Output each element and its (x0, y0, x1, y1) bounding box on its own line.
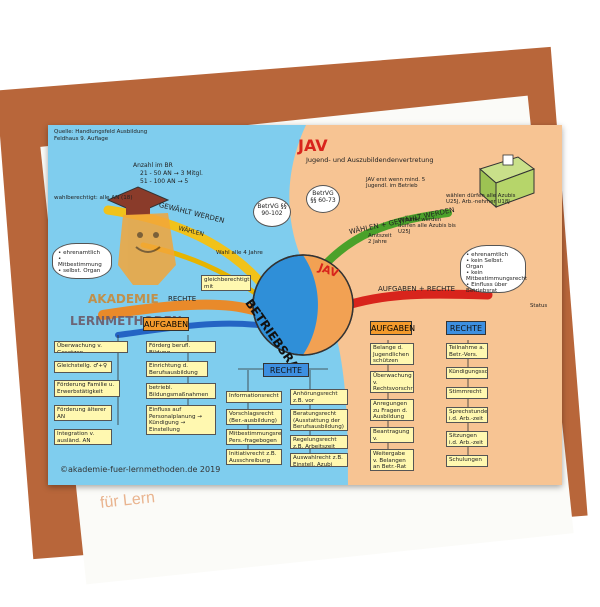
br-cloud-line2: • Mitbestimmung (58, 256, 102, 268)
jav-subtitle: Jugend- und Auszubildendenvertretung (306, 156, 434, 164)
logo-text-akademie: AKADEMIE (88, 292, 159, 306)
br-betrvg-cloud: BetrVG §§ 90-102 (253, 197, 291, 227)
branch-label-rechte: RECHTE (168, 295, 197, 303)
br-recht-box: Regelungsrecht z.B. Arbeitszeit (290, 435, 348, 449)
br-cloud-line3: • selbst. Organ (58, 268, 101, 274)
mindmap-poster: Quelle: Handlungsfeld Ausbildung Feldhau… (48, 125, 562, 485)
jav-status-cloud: • ehrenamtlich • kein Selbst. Organ • ke… (460, 245, 528, 294)
jav-note-min5: JAV erst wenn mind. 5 Jugendl. im Betrie… (366, 177, 426, 190)
br-cloud-line1: • ehrenamtlich (58, 250, 101, 256)
br-aufgabe-box: Einfluss auf Personalplanung → Kündigung… (146, 405, 216, 435)
br-aufgabe-box: Förderung Familie u. Erwerbstätigkeit (54, 380, 120, 397)
br-aufgabe-box: betriebl. Bildungsmaßnahmen (146, 383, 216, 399)
br-aufgabe-box: Förderg berufl. Bildung (146, 341, 216, 353)
logo-mascot-icon (118, 213, 176, 285)
jav-betrvg-cloud: BetrVG §§ 60-73 (306, 185, 340, 213)
jav-status-label: Status (530, 303, 548, 309)
jav-cloud-line2: • kein Selbst. Organ (466, 258, 504, 270)
br-aufgabe-box: Förderung älterer AN (54, 405, 112, 421)
jav-aufgabe-box: Beantragung v. Maßnahmen (370, 427, 414, 443)
jav-cloud-line4: • Einfluss über Betriebsrat (466, 282, 508, 294)
br-wahlberechtigt: wahlberechtigt: alle AN (18) (54, 195, 133, 201)
jav-aufgabe-box: Überwachung v. Rechtsvorschriften (370, 371, 414, 393)
source-note-line1: Quelle: Handlungsfeld Ausbildung (54, 129, 148, 135)
br-anzahl-row1: 21 - 50 AN → 3 Mitgl. (140, 170, 203, 177)
jav-note-gewaehlt: gewählt werden dürfen alle Azubis bis U2… (398, 217, 456, 236)
br-recht-box: Auswahlrecht z.B. Einstell. Azubi (290, 453, 348, 467)
br-anzahl-row2: 51 - 100 AN → 5 (140, 178, 189, 185)
graduation-cap-icon (106, 186, 170, 215)
jav-recht-box: Kündigungsschutz (446, 367, 488, 379)
jav-aufgabe-box: Belange d. Jugendlichen schützen (370, 343, 414, 365)
jav-recht-box: Stimmrecht (446, 387, 488, 399)
copyright-text: ©akademie-fuer-lernmethoden.de 2019 (60, 465, 221, 474)
br-gleichberechtigt-note: gleichberechtigt mit Arbeitgeber (201, 275, 251, 291)
source-note-line2: Feldhaus 9. Auflage (54, 136, 109, 142)
jav-cloud-line3: • kein Mitbestimmungsrecht (466, 270, 528, 282)
br-recht-box: Beratungsrecht (Ausstattung der Berufsau… (290, 409, 348, 431)
ballot-box-icon (479, 154, 536, 209)
br-recht-box: Mitbestimmungsrecht Pers.-fragebogen (226, 429, 282, 445)
br-aufgabe-box: Gleichstellg. ♂+♀ (54, 361, 112, 373)
jav-aufgabe-box: Anregungen zu Fragen d. Ausbildung (370, 399, 414, 421)
br-aufgabe-box: Überwachung v. Gesetzen (54, 341, 128, 353)
jav-recht-box: Schulungen (446, 455, 488, 467)
jav-recht-box: Sitzungen i.d. Arb.-zeit (446, 431, 488, 447)
jav-note-amtszeit: Amtszeit 2 Jahre (368, 233, 392, 246)
br-aufgabe-box: Einrichtung d. Berufsausbildung (146, 361, 208, 377)
br-recht-box: Initiativrecht z.B. Ausschreibung (226, 449, 282, 465)
poster-background (48, 125, 562, 485)
jav-note-waehlen: wählen dürfen alle Azubis U25J, Arb.-neh… (446, 193, 516, 206)
jav-rechte-header: RECHTE (446, 321, 486, 335)
br-rechte-header: RECHTE (263, 363, 309, 377)
br-status-cloud: • ehrenamtlich • Mitbestimmung • selbst.… (52, 243, 112, 279)
jav-cloud-line1: • ehrenamtlich (466, 252, 509, 258)
br-recht-box: Vorschlagsrecht (Ber.-ausbildung) (226, 409, 282, 425)
br-recht-box: Anhörungsrecht z.B. vor Kündigung (290, 389, 348, 405)
jav-branch-aufgaben-rechte: AUFGABEN + RECHTE (378, 285, 456, 293)
jav-aufgaben-header: AUFGABEN (370, 321, 415, 335)
jav-recht-box: Sprechstunden i.d. Arb.-zeit (446, 407, 488, 423)
jav-title: JAV (298, 136, 328, 155)
jav-recht-box: Teilnahme a. Betr.-Vers. (446, 343, 488, 359)
br-anzahl-label: Anzahl im BR (133, 162, 173, 169)
jav-aufgabe-box: Weitergabe v. Belangen an Betr.-Rat (370, 449, 414, 471)
br-wahl-alle: Wahl alle 4 Jahre (216, 250, 263, 256)
br-aufgaben-header: AUFGABEN (143, 317, 189, 331)
br-recht-box: Informationsrecht (226, 391, 282, 403)
br-aufgabe-box: Integration v. ausländ. AN (54, 429, 112, 445)
